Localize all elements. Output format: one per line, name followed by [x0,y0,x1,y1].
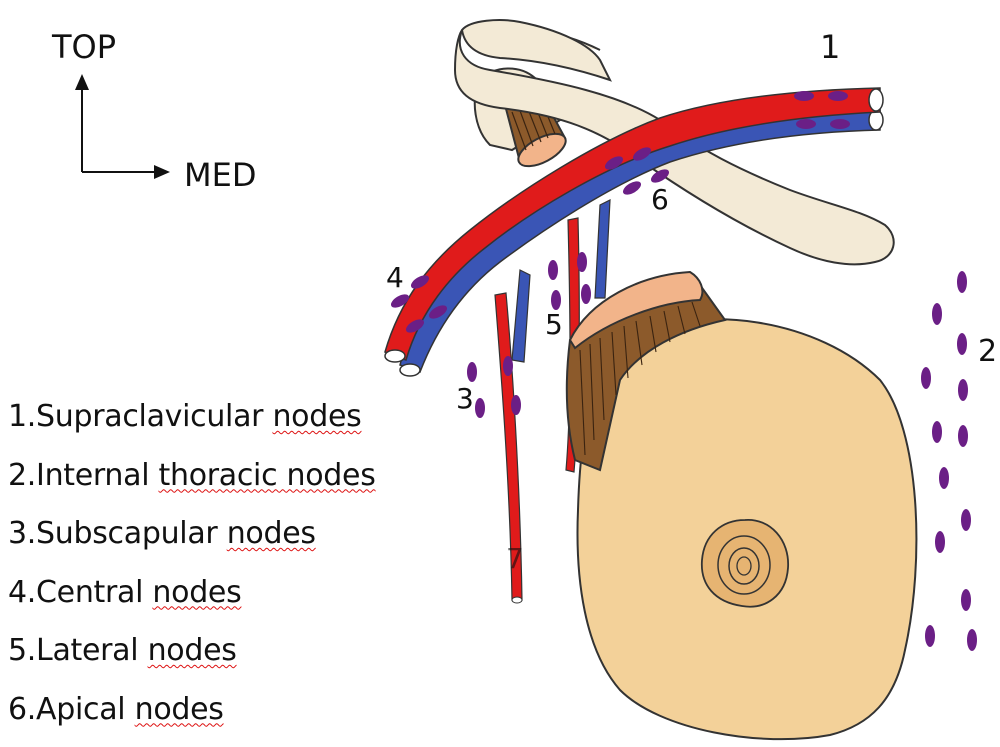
legend-text: Lateral [36,633,138,668]
top-label: TOP [51,28,116,66]
label-5: 5 [545,308,563,341]
legend-text: Subscapular [36,516,217,551]
legend-number: 6. [8,692,36,727]
legend-text: Supraclavicular [36,399,263,434]
legend-item-subscapular: 3.Subscapular nodes [8,505,376,564]
legend-number: 1. [8,399,36,434]
legend-underlined-text: nodes [227,516,316,551]
legend-number: 2. [8,458,36,493]
legend-number: 3. [8,516,36,551]
label-1: 1 [820,28,840,66]
med-label: MED [184,156,256,194]
legend-text: Apical [36,692,125,727]
legend: 1.Supraclavicular nodes 2.Internal thora… [8,388,376,739]
legend-item-apical: 6.Apical nodes [8,681,376,740]
legend-underlined-text: nodes [272,399,361,434]
legend-underlined-text: nodes [148,633,237,668]
legend-text: Central [36,575,143,610]
label-7: 7 [506,542,524,575]
label-4: 4 [386,261,404,294]
orientation-indicator: TOP MED [51,28,256,194]
legend-number: 4. [8,575,36,610]
label-6: 6 [651,183,669,216]
internal-thoracic-nodes [921,271,977,651]
legend-text: Internal [36,458,149,493]
legend-item-central: 4.Central nodes [8,564,376,623]
legend-underlined-text: nodes [135,692,224,727]
legend-underlined-text: thoracic nodes [159,458,376,493]
label-3: 3 [456,382,474,415]
legend-number: 5. [8,633,36,668]
legend-item-supraclavicular: 1.Supraclavicular nodes [8,388,376,447]
label-2: 2 [978,334,997,369]
legend-item-lateral: 5.Lateral nodes [8,622,376,681]
legend-item-internal-thoracic: 2.Internal thoracic nodes [8,447,376,506]
nipple-areola [702,520,788,607]
legend-underlined-text: nodes [152,575,241,610]
